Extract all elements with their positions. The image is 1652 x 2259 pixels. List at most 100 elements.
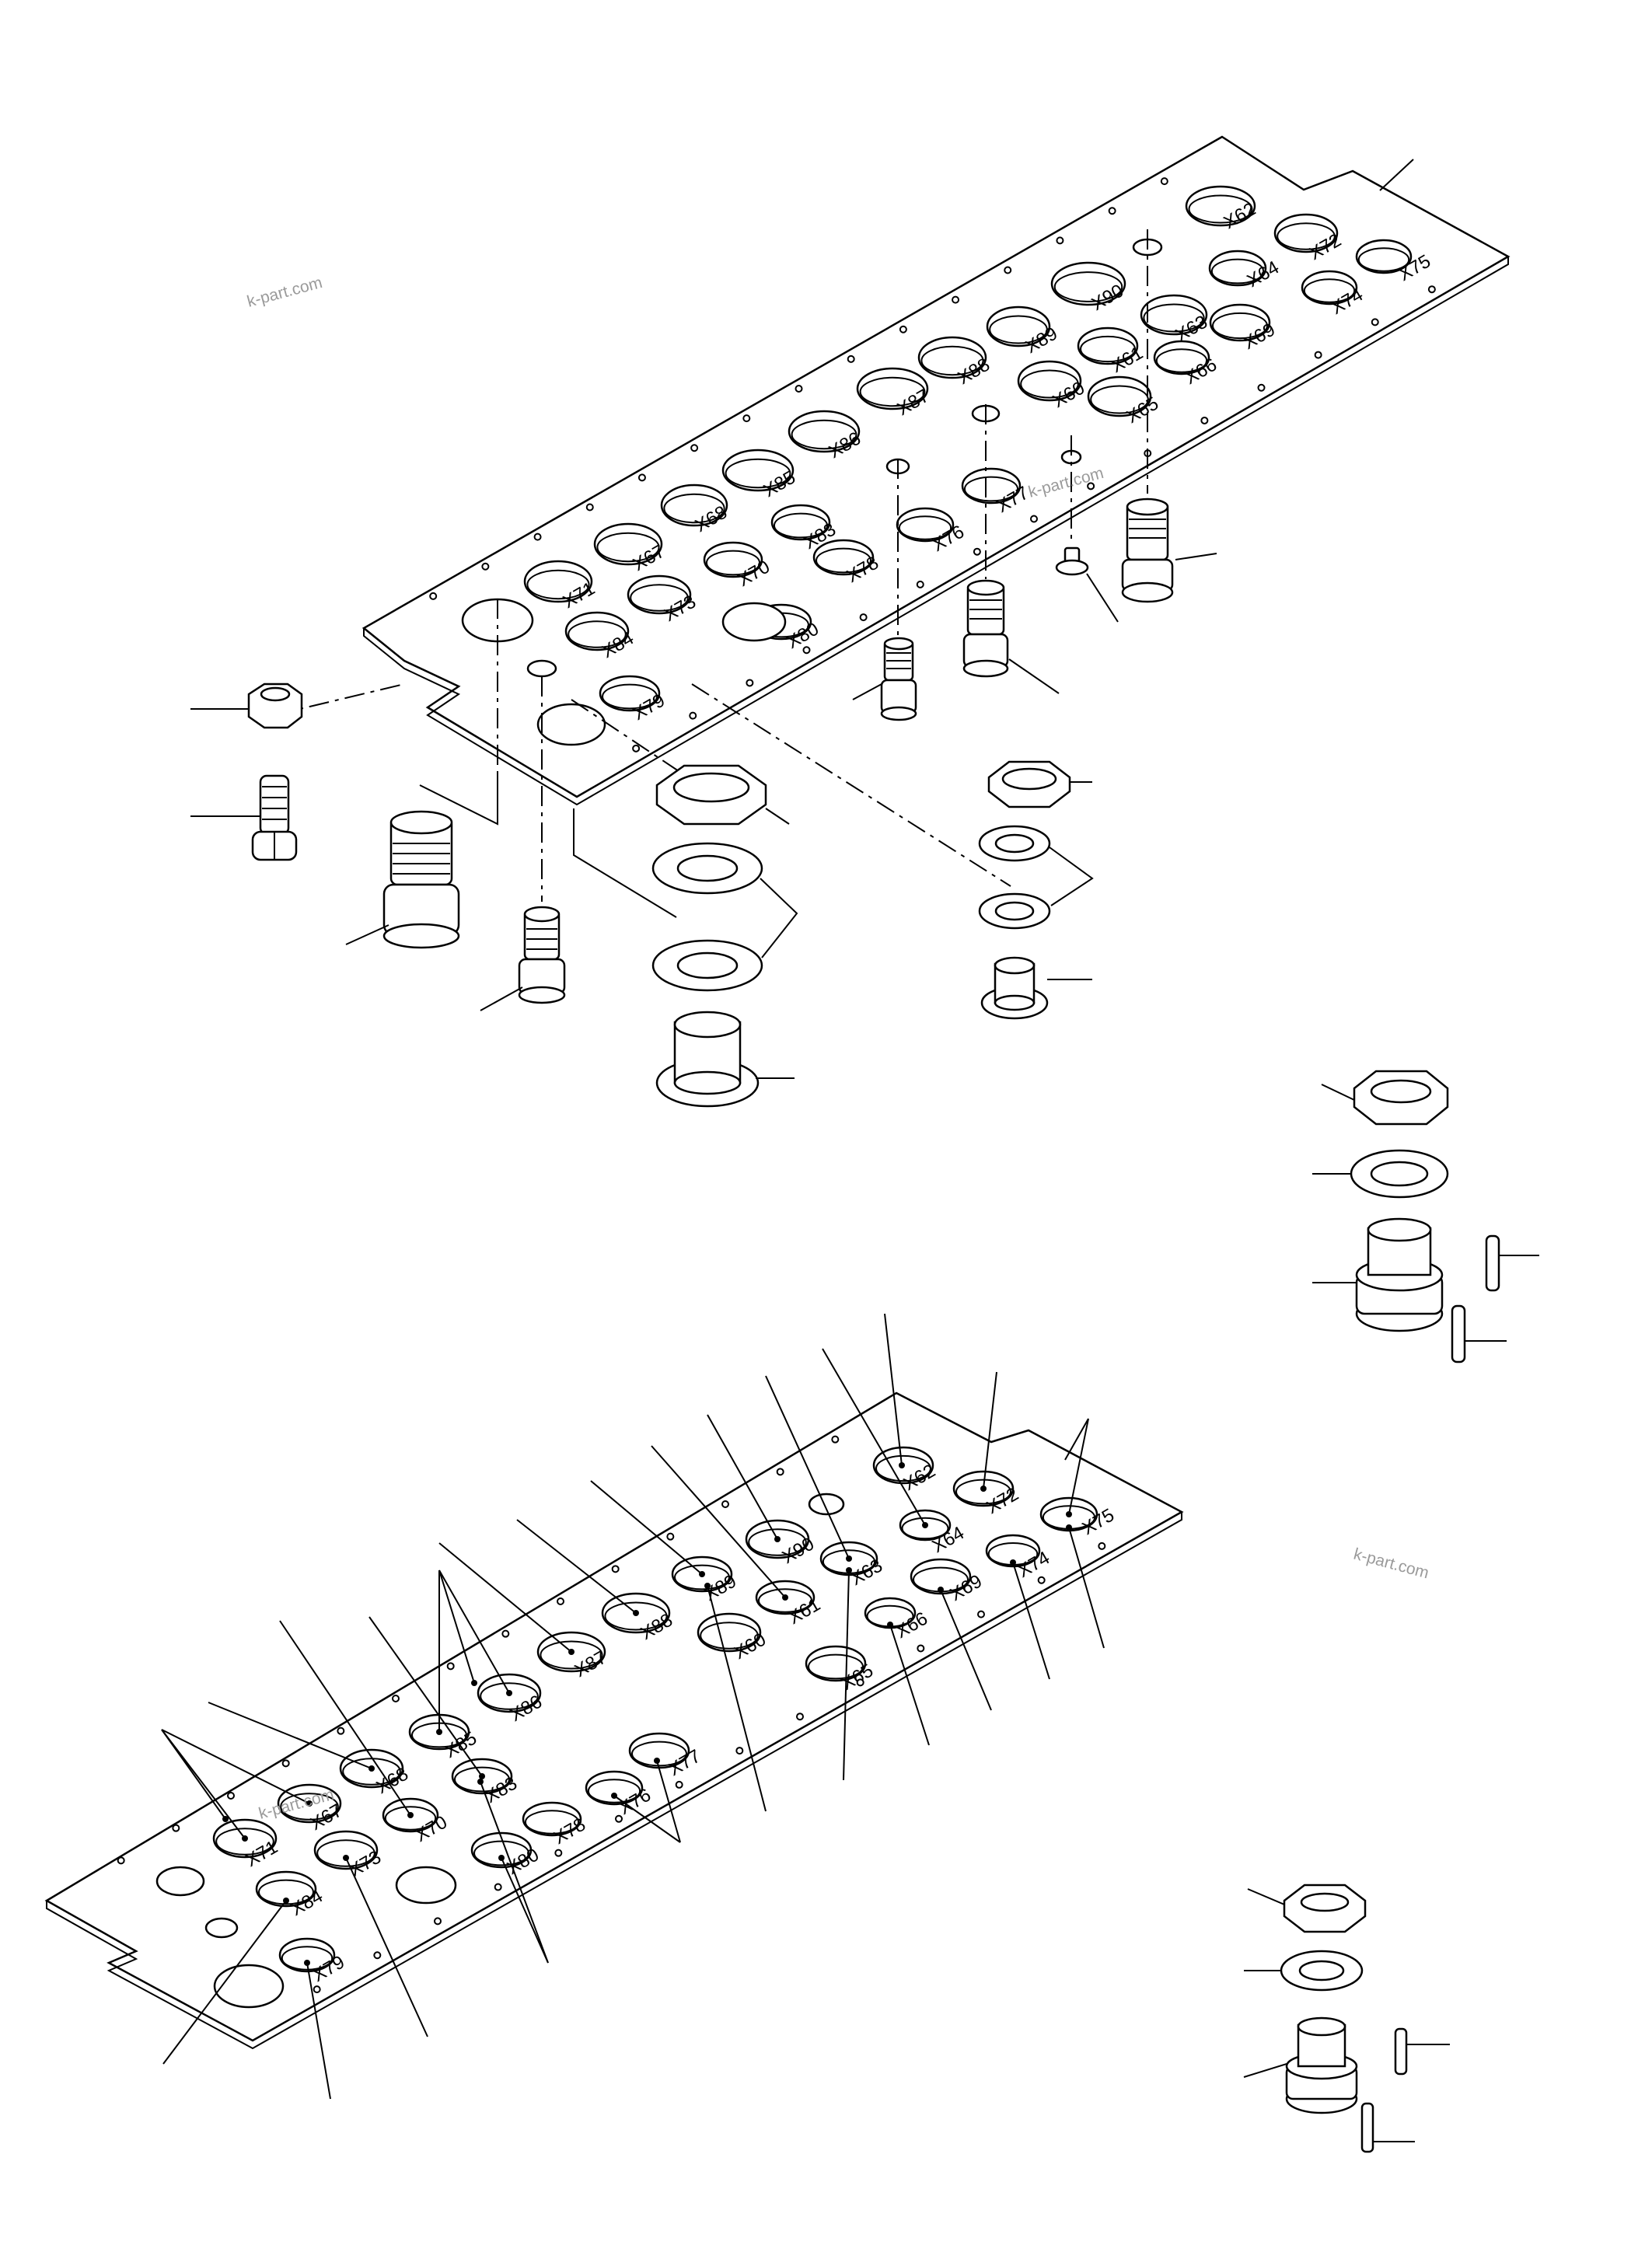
plate-hole-inner bbox=[725, 458, 791, 489]
leader-dot bbox=[471, 1680, 477, 1686]
plate-bolt-hole bbox=[917, 1644, 925, 1653]
leader-line bbox=[707, 1585, 767, 1812]
plate-hole bbox=[1140, 294, 1208, 336]
leader-line bbox=[843, 1569, 850, 1781]
plate-hole bbox=[1087, 375, 1152, 417]
plate-bolt-hole bbox=[481, 562, 490, 571]
plate-bolt-hole bbox=[746, 679, 754, 687]
plate-hole-inner bbox=[773, 512, 829, 539]
plate-hole-unlabeled bbox=[808, 1493, 845, 1516]
plate-hole bbox=[523, 560, 593, 603]
plate-hole-inner bbox=[604, 1601, 668, 1631]
plate-bolt-hole bbox=[977, 1610, 985, 1618]
plate-bolt-hole bbox=[1427, 285, 1436, 294]
plate-hole bbox=[564, 611, 630, 651]
plate-hole-inner bbox=[901, 1517, 949, 1540]
leader-line bbox=[501, 1857, 549, 1964]
leader-line bbox=[161, 1729, 226, 1820]
plate-hole bbox=[278, 1937, 336, 1973]
leader-line bbox=[208, 1702, 372, 1769]
plate-bolt-hole bbox=[337, 1727, 345, 1735]
plate-bolt-hole bbox=[637, 473, 646, 482]
leader-line bbox=[516, 1519, 637, 1614]
plate-bolt-hole bbox=[1108, 207, 1116, 215]
watermark-top: k-part.com bbox=[245, 274, 324, 311]
plate-hole-inner bbox=[1143, 303, 1205, 333]
plate-hole bbox=[703, 541, 763, 578]
bulkhead-body-center bbox=[655, 1011, 795, 1108]
leader-dot bbox=[407, 1812, 414, 1818]
leader-line bbox=[822, 1348, 926, 1526]
plate-hole-inner bbox=[700, 1622, 759, 1650]
plate-bolt-hole bbox=[1160, 177, 1168, 186]
bulkhead-body-right bbox=[980, 956, 1092, 1020]
plate-hole-inner bbox=[1090, 385, 1149, 414]
leader-line bbox=[345, 1857, 428, 2037]
plate-hole-inner bbox=[1210, 258, 1265, 285]
leader-line bbox=[1012, 1562, 1050, 1680]
plate-hole-inner bbox=[215, 1828, 274, 1856]
plate-bolt-hole bbox=[392, 1695, 400, 1702]
leader-line bbox=[1068, 1418, 1089, 1515]
plate-bolt-hole bbox=[172, 1824, 180, 1832]
plate-bolt-hole bbox=[1314, 351, 1322, 359]
leader-dot bbox=[1010, 1559, 1016, 1566]
leader-line bbox=[279, 1620, 411, 1816]
leader-dot bbox=[477, 1779, 484, 1785]
plate-hole-unlabeled bbox=[395, 1866, 457, 1905]
leader-dot bbox=[506, 1690, 512, 1696]
plate-bolt-hole bbox=[796, 1713, 804, 1721]
plate-bolt-hole bbox=[1087, 482, 1095, 491]
plate-hole bbox=[812, 539, 875, 576]
plate-bolt-hole bbox=[859, 613, 868, 622]
plate-hole bbox=[1355, 239, 1413, 274]
leader-line bbox=[306, 1962, 331, 2100]
bottom-plate-outline bbox=[44, 1391, 1184, 2042]
plate-hole bbox=[917, 336, 987, 379]
plate-hole bbox=[805, 1645, 867, 1682]
leader-dot bbox=[782, 1594, 788, 1601]
plate-bolt-hole bbox=[735, 1747, 744, 1755]
plate-hole-unlabeled bbox=[155, 1866, 205, 1897]
plate-bolt-hole bbox=[434, 1917, 442, 1926]
plate-hole bbox=[1153, 340, 1210, 375]
plate-hole-inner bbox=[1277, 222, 1336, 250]
detail-pin-lower-1 bbox=[1394, 2027, 1450, 2076]
plate-hole-inner bbox=[757, 1588, 813, 1613]
fitting-large-right bbox=[1121, 498, 1217, 603]
plate-hole-inner bbox=[674, 1564, 730, 1590]
washer-right-2 bbox=[978, 847, 1094, 930]
leader-line bbox=[884, 1313, 903, 1466]
jam-nut-center bbox=[655, 764, 790, 826]
plate-hole bbox=[599, 675, 661, 712]
bottom-plate-holes bbox=[155, 1446, 1098, 2009]
plate-bolt-hole bbox=[281, 1759, 290, 1768]
plate-hole-inner bbox=[1053, 271, 1123, 302]
leader-dot bbox=[568, 1649, 575, 1655]
leader-line bbox=[889, 1624, 930, 1746]
plate-bolt-hole bbox=[1098, 1541, 1106, 1550]
plate-hole bbox=[985, 1534, 1041, 1568]
plate-bolt-hole bbox=[802, 646, 811, 655]
plate-hole-unlabeled bbox=[213, 1964, 285, 2009]
leader-line bbox=[438, 1569, 475, 1684]
leader-dot bbox=[1066, 1524, 1072, 1531]
plate-hole-inner bbox=[280, 1793, 339, 1821]
plate-bolt-hole bbox=[1371, 318, 1379, 326]
plate-hole bbox=[910, 1558, 972, 1595]
plate-bolt-hole bbox=[742, 414, 751, 423]
plate-bolt-hole bbox=[1056, 236, 1064, 245]
plate-bolt-hole bbox=[1037, 1576, 1046, 1584]
plate-hole-inner bbox=[454, 1766, 510, 1793]
leader-dot bbox=[980, 1486, 987, 1492]
bolt-left bbox=[190, 774, 298, 861]
leader-dot bbox=[846, 1555, 852, 1562]
plate-bolt-hole bbox=[1257, 383, 1266, 392]
plate-hole bbox=[585, 1770, 644, 1806]
plate-hole-inner bbox=[316, 1839, 375, 1867]
plate-hole bbox=[770, 504, 831, 541]
plate-hole-inner bbox=[1212, 312, 1268, 340]
plate-hole-inner bbox=[808, 1653, 864, 1680]
leader-dot bbox=[283, 1898, 289, 1904]
